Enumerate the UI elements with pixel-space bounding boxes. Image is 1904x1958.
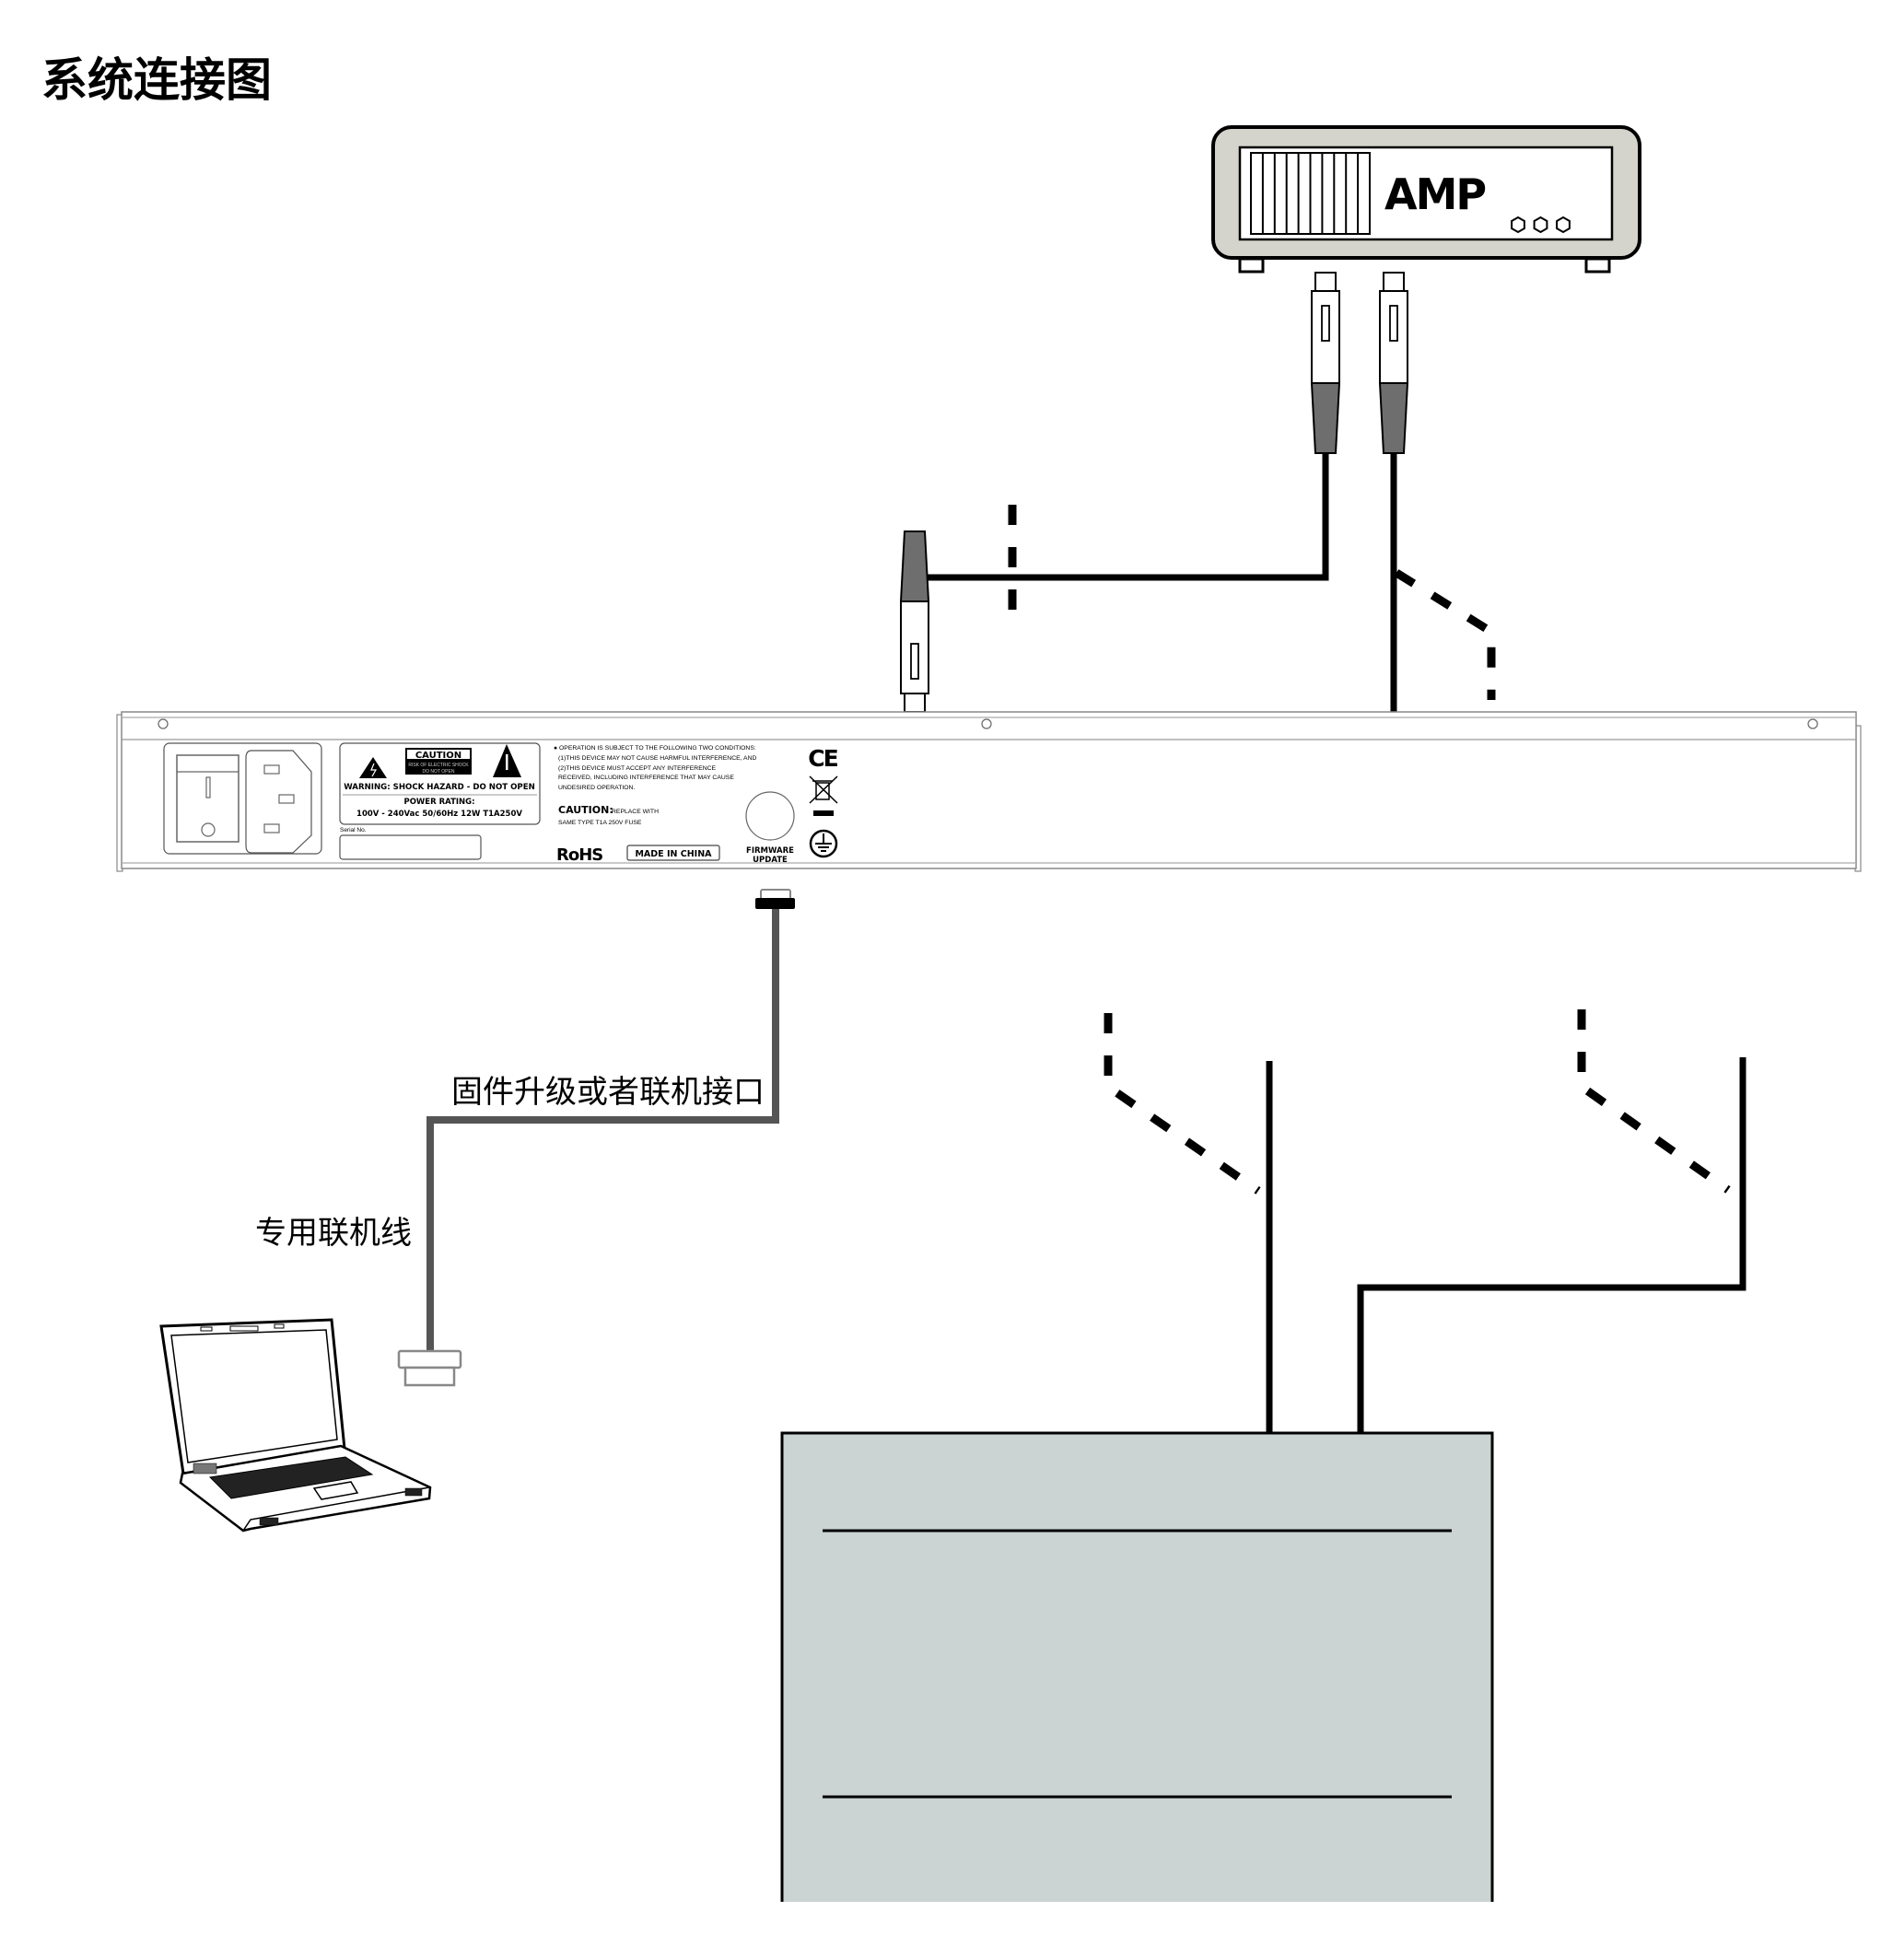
svg-text:(1)THIS DEVICE MAY NOT CAUSE H: (1)THIS DEVICE MAY NOT CAUSE HARMFUL INT… <box>558 755 756 762</box>
input-b-jack-cable-dashed <box>1104 1013 1261 1195</box>
svg-text:CAUTION:: CAUTION: <box>558 804 613 816</box>
cable-label: 专用联机线 <box>255 1215 412 1252</box>
amp-grille <box>1250 152 1371 235</box>
amplifier: AMP <box>1211 125 1641 274</box>
laptop <box>159 1318 432 1533</box>
firmware-port-label: 固件升级或者联机接口 <box>451 1074 765 1111</box>
svg-text:UNDESIRED OPERATION.: UNDESIRED OPERATION. <box>558 785 635 791</box>
amp-foot-left <box>1238 257 1265 274</box>
svg-text:● OPERATION IS SUBJECT TO THE: ● OPERATION IS SUBJECT TO THE FOLLOWING … <box>554 745 756 752</box>
screw-hole <box>981 718 992 729</box>
rohs-logo: RoHS <box>556 845 602 865</box>
output-a-jack-cable-dashed <box>1394 569 1496 700</box>
lower-cables <box>1104 1009 1746 1437</box>
compliance-text: ● OPERATION IS SUBJECT TO THE FOLLOWING … <box>554 745 756 865</box>
usb-link-cable <box>397 889 795 1387</box>
svg-text:WARNING: SHOCK HAZARD - DO NOT: WARNING: SHOCK HAZARD - DO NOT OPEN <box>344 783 535 792</box>
input-a-jack-cable-dashed <box>1577 1009 1731 1194</box>
usb-connector-bottom <box>397 1349 462 1369</box>
output-a-to-mixer-cable <box>1357 1057 1746 1433</box>
lightning-warning-icon <box>359 757 387 778</box>
amp-label: AMP <box>1384 169 1485 219</box>
amp-indicators <box>1511 216 1571 234</box>
upper-cables <box>911 453 1496 712</box>
ground-symbol-icon <box>809 829 838 858</box>
amp-to-output-b-xlr-cable <box>911 453 1329 712</box>
amp-indicator-icon <box>1533 216 1548 234</box>
amp-indicator-icon <box>1511 216 1525 234</box>
weee-bin-icon <box>809 775 838 804</box>
svg-text:DO NOT OPEN: DO NOT OPEN <box>423 769 455 775</box>
svg-text:100V - 240Vac 50/60Hz 12W T1A2: 100V - 240Vac 50/60Hz 12W T1A250V <box>356 810 522 819</box>
svg-text:FIRMWARE: FIRMWARE <box>746 846 794 856</box>
processor-rear-panel: CAUTION RISK OF ELECTRIC SHOCK DO NOT OP… <box>116 711 1862 872</box>
serial-number-box <box>339 834 482 860</box>
svg-text:RISK OF ELECTRIC SHOCK: RISK OF ELECTRIC SHOCK <box>408 763 469 768</box>
caution-text: CAUTION <box>415 751 461 761</box>
svg-text:POWER RATING:: POWER RATING: <box>403 798 474 807</box>
xlr-connector <box>899 530 930 713</box>
mixer-body <box>780 1431 1494 1902</box>
page-title: 系统连接图 <box>41 53 272 107</box>
svg-text:REPLACE WITH: REPLACE WITH <box>612 809 659 815</box>
svg-text:SAME TYPE T1A 250V FUSE: SAME TYPE T1A 250V FUSE <box>558 820 642 826</box>
amp-foot-right <box>1584 257 1611 274</box>
svg-text:RECEIVED, INCLUDING INTERFEREN: RECEIVED, INCLUDING INTERFERENCE THAT MA… <box>558 775 734 781</box>
svg-text:UPDATE: UPDATE <box>753 856 788 865</box>
upper-connectors <box>899 272 1409 713</box>
xlr-connector <box>1378 272 1409 454</box>
warning-label: CAUTION RISK OF ELECTRIC SHOCK DO NOT OP… <box>339 742 541 825</box>
firmware-update-port[interactable] <box>745 791 795 841</box>
screw-hole <box>1807 718 1818 729</box>
power-switch[interactable] <box>176 754 239 843</box>
screw-hole <box>158 718 169 729</box>
xlr-connector <box>1310 272 1341 454</box>
usb-connector-top <box>755 898 795 909</box>
mixing-console <box>780 1431 1494 1902</box>
made-in-label: MADE IN CHINA <box>635 849 712 859</box>
svg-text:(2)THIS DEVICE MUST ACCEPT ANY: (2)THIS DEVICE MUST ACCEPT ANY INTERFERE… <box>558 765 717 772</box>
laptop-base <box>179 1444 432 1533</box>
power-module <box>163 742 322 855</box>
ce-mark: CE <box>808 745 837 772</box>
amp-indicator-icon <box>1556 216 1571 234</box>
serial-label: Serial No. <box>340 827 367 833</box>
